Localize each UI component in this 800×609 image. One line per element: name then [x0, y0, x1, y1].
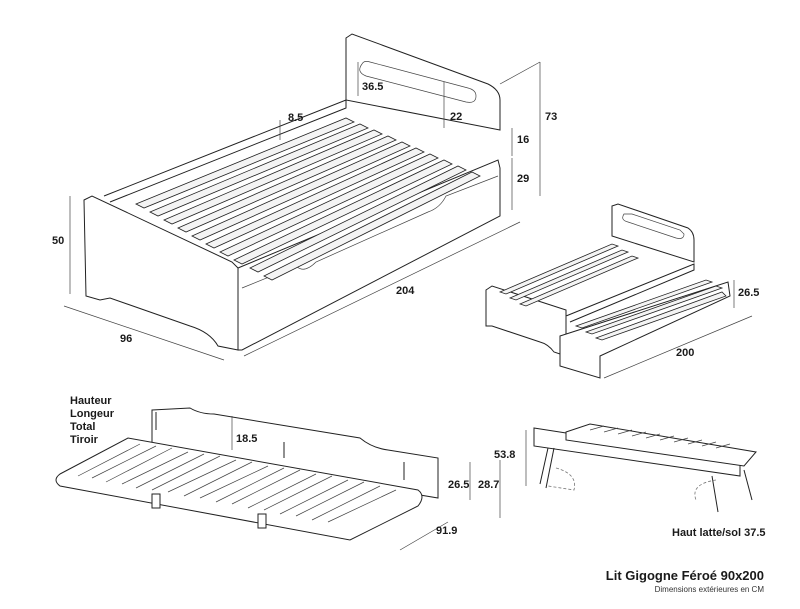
dim-lower-height: 29 — [517, 173, 529, 185]
dim-total-height: 73 — [545, 111, 557, 123]
dim-slat-gap: 8.5 — [288, 112, 303, 124]
dim-bed-length: 204 — [396, 285, 415, 297]
main-bed-drawing — [83, 33, 501, 351]
dim-drawer-rise: 18.5 — [236, 433, 257, 445]
diagram-subtitle: Dimensions extérieures en CM — [655, 585, 765, 594]
legend: Hauteur Longeur Total Tiroir — [70, 395, 115, 446]
trundle-extended-drawing — [485, 203, 731, 379]
headboard — [345, 33, 501, 131]
main-bed-dimension-lines — [63, 61, 541, 361]
dim-raised-height: 53.8 — [494, 449, 515, 461]
dim-trundle-height: 26.5 — [738, 287, 759, 299]
back-rail — [103, 99, 347, 203]
legend-hauteur: Hauteur — [70, 395, 112, 407]
legend-longeur: Longeur — [70, 408, 115, 420]
drawer-frame-slats — [77, 443, 397, 523]
slat-floor-annotation: Haut latte/sol 37.5 — [672, 527, 766, 539]
drawer-frame-drawing — [55, 407, 439, 541]
drawer-dimension-lines — [231, 416, 501, 551]
dim-bed-width: 96 — [120, 333, 132, 345]
diagram-title: Lit Gigogne Féroé 90x200 — [606, 568, 764, 583]
dim-drawer-total: 28.7 — [478, 479, 499, 491]
dim-trundle-length: 200 — [676, 347, 694, 359]
drawer-front — [241, 175, 499, 289]
legend-total: Total — [70, 421, 95, 433]
main-bed-slats — [135, 117, 481, 281]
dim-upper-gap: 16 — [517, 134, 529, 146]
dim-drawer-height: 26.5 — [448, 479, 469, 491]
trundle-dimension-lines — [603, 280, 753, 379]
headboard-slot — [359, 60, 477, 103]
dim-drawer-width: 91.9 — [436, 525, 457, 537]
raised-trundle-drawing — [533, 423, 757, 513]
dim-headboard-top: 36.5 — [362, 81, 383, 93]
dim-bed-height: 50 — [52, 235, 64, 247]
front-rail — [237, 159, 501, 351]
legend-tiroir: Tiroir — [70, 434, 99, 446]
dim-headboard-slot: 22 — [450, 111, 462, 123]
